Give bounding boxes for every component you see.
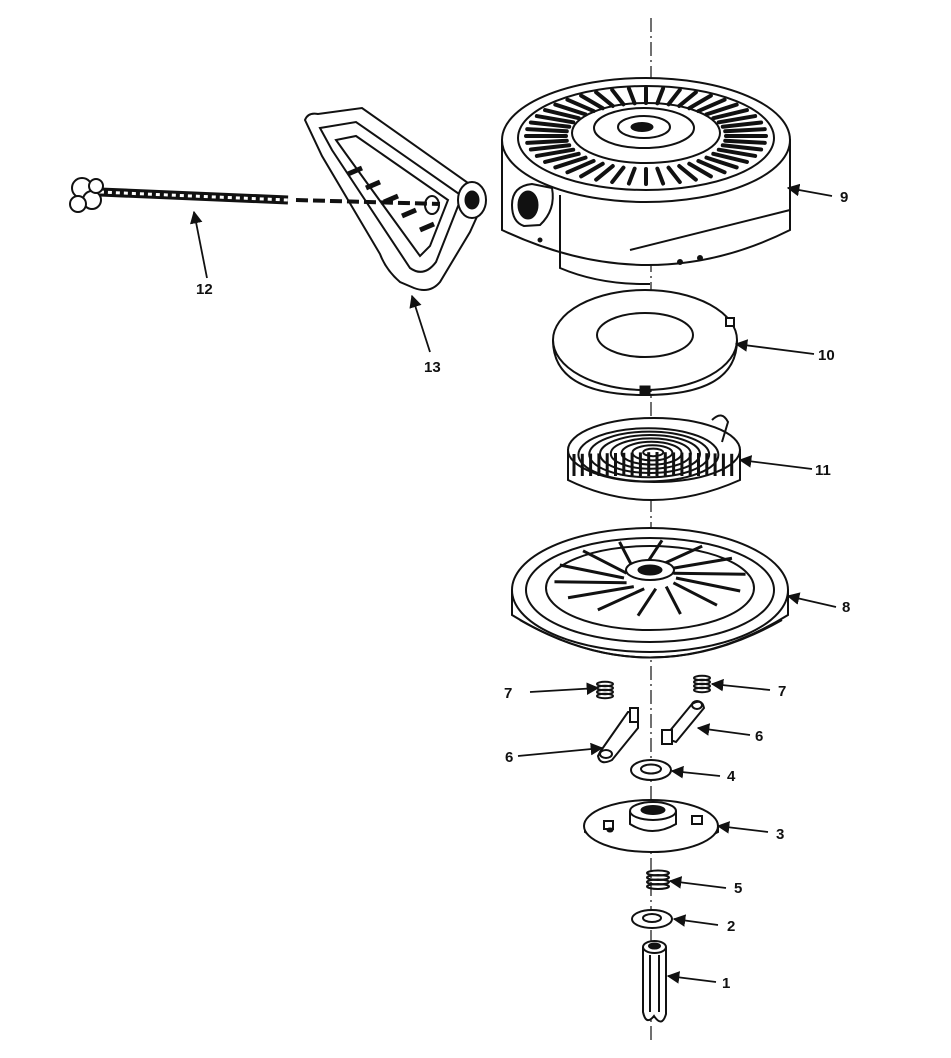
- pawl-spring-right-part-7: [693, 674, 711, 694]
- pulley-part-8: [511, 527, 789, 659]
- starter-housing-part-11: [501, 77, 791, 286]
- washer-plate-part-10: [552, 289, 738, 397]
- callout-6-left: 6: [505, 749, 513, 766]
- callout-1: 1: [722, 975, 730, 992]
- callout-11: 9: [840, 189, 848, 206]
- callout-7-left: 7: [504, 685, 512, 702]
- pawl-spring-left-part-7: [596, 680, 614, 700]
- recoil-spring-part-9: [567, 414, 741, 501]
- callout-8: 8: [842, 599, 850, 616]
- callout-7-right: 7: [778, 683, 786, 700]
- pawl-right-part-6: [661, 700, 706, 745]
- callout-13: 13: [424, 359, 441, 376]
- washer-part-4: [630, 759, 672, 781]
- brake-spring-part-5: [646, 869, 670, 890]
- starter-handle-part-13: [303, 106, 487, 291]
- callout-5: 5: [734, 880, 742, 897]
- callout-9: 11: [815, 462, 831, 479]
- callout-12: 12: [196, 281, 213, 298]
- retainer-part-3: [583, 799, 719, 853]
- callout-6-right: 6: [755, 728, 763, 745]
- washer-part-2: [631, 909, 673, 929]
- callout-10: 10: [818, 347, 835, 364]
- retainer-pin-part-1: [642, 940, 667, 1023]
- callout-3: 3: [776, 826, 784, 843]
- starter-rope-part-12: [69, 177, 441, 213]
- callout-4: 4: [727, 768, 736, 785]
- pawl-left-part-6: [596, 707, 639, 764]
- leader-lines: [190, 183, 837, 984]
- callout-2: 2: [727, 918, 735, 935]
